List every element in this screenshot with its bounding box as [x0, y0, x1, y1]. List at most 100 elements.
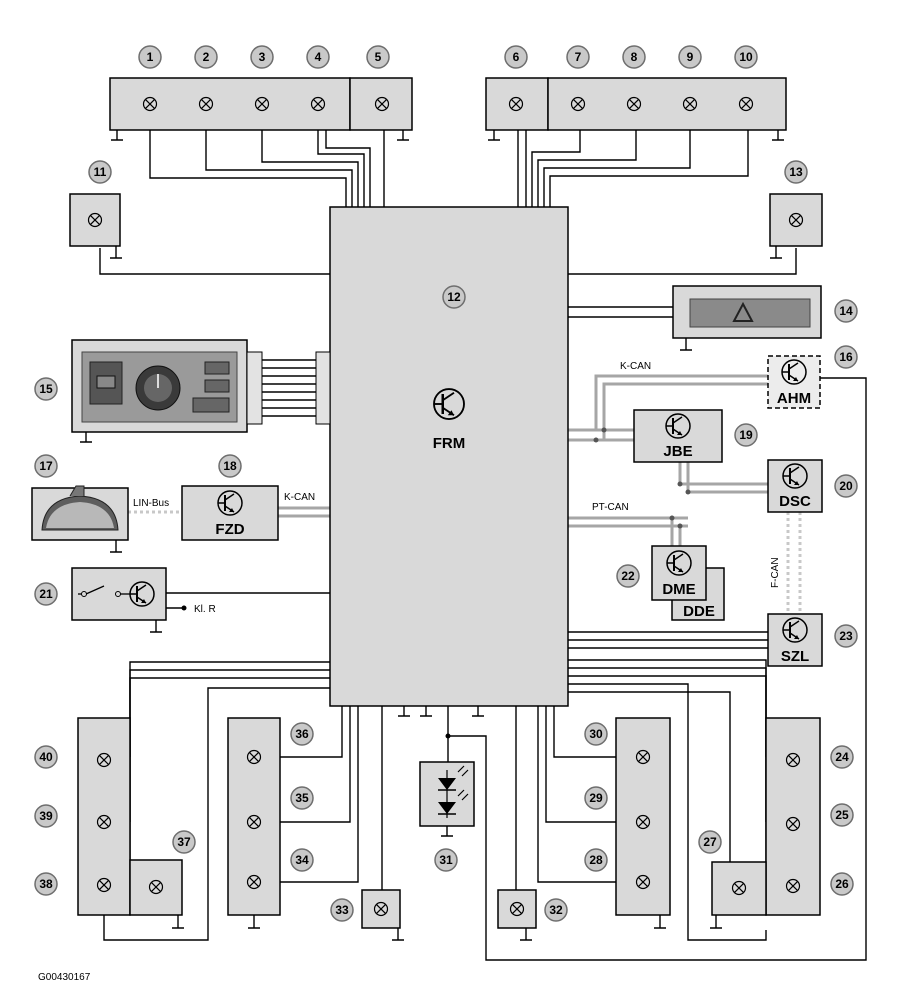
dsc-label: DSC	[779, 493, 811, 510]
bus-junctions	[593, 427, 691, 529]
svg-text:12: 12	[447, 290, 461, 304]
svg-text:35: 35	[295, 791, 309, 805]
ahm-label: AHM	[777, 390, 811, 407]
svg-text:38: 38	[39, 877, 53, 891]
callout-31: 31	[434, 848, 458, 872]
lamp-cluster-center-left	[227, 717, 281, 929]
callout-35: 35	[290, 786, 314, 810]
svg-text:39: 39	[39, 809, 53, 823]
svg-text:30: 30	[589, 727, 603, 741]
callout-11: 11	[88, 160, 112, 184]
callout-20: 20	[834, 474, 858, 498]
svg-text:25: 25	[835, 808, 849, 822]
rear-view-mirror	[31, 485, 129, 553]
svg-text:6: 6	[513, 50, 520, 64]
svg-text:28: 28	[589, 853, 603, 867]
callout-38: 38	[34, 872, 58, 896]
svg-text:36: 36	[295, 727, 309, 741]
callout-9: 9	[678, 45, 702, 69]
callout-32: 32	[544, 898, 568, 922]
dme-label: DME	[662, 581, 695, 598]
bus-lines	[128, 374, 802, 614]
svg-text:31: 31	[439, 853, 453, 867]
lamp-cluster-left	[77, 717, 185, 929]
callout-18: 18	[218, 454, 242, 478]
svg-text:21: 21	[39, 587, 53, 601]
lamp-cluster-center-right	[615, 717, 671, 929]
svg-text:34: 34	[295, 853, 309, 867]
callout-33: 33	[330, 898, 354, 922]
led-module	[419, 761, 475, 837]
wires	[99, 130, 867, 961]
callout-28: 28	[584, 848, 608, 872]
callout-3: 3	[250, 45, 274, 69]
k-can-label-fzd: K-CAN	[284, 492, 315, 503]
callout-12: 12	[442, 285, 466, 309]
bulb-strip-top-left	[109, 77, 413, 141]
svg-text:17: 17	[39, 459, 53, 473]
lamp-32-box	[497, 889, 537, 941]
svg-text:11: 11	[94, 165, 107, 179]
szl-label: SZL	[781, 648, 809, 665]
bulb-strip-top-right	[485, 77, 787, 141]
svg-text:10: 10	[739, 50, 753, 64]
callout-29: 29	[584, 786, 608, 810]
svg-text:14: 14	[839, 304, 853, 318]
callout-36: 36	[290, 722, 314, 746]
callout-14: 14	[834, 299, 858, 323]
svg-text:22: 22	[621, 569, 635, 583]
pt-can-label: PT-CAN	[592, 502, 629, 513]
k-can-label-top: K-CAN	[620, 361, 651, 372]
callout-37: 37	[172, 830, 196, 854]
callout-22: 22	[616, 564, 640, 588]
svg-text:7: 7	[575, 50, 582, 64]
callout-26: 26	[830, 872, 854, 896]
dsc-module: DSC	[767, 459, 823, 513]
dme-dde-module: DME DDE	[651, 545, 725, 621]
callout-27: 27	[698, 830, 722, 854]
callout-2: 2	[194, 45, 218, 69]
svg-text:23: 23	[839, 629, 853, 643]
svg-text:18: 18	[223, 459, 237, 473]
callout-34: 34	[290, 848, 314, 872]
svg-text:9: 9	[687, 50, 694, 64]
light-switch-panel	[71, 339, 331, 443]
jbe-module: JBE	[633, 409, 723, 463]
svg-text:37: 37	[177, 835, 191, 849]
callout-39: 39	[34, 804, 58, 828]
svg-text:33: 33	[335, 903, 349, 917]
ahm-module: AHM	[767, 355, 821, 409]
frm-module: FRM	[329, 206, 569, 707]
svg-text:20: 20	[839, 479, 853, 493]
callout-23: 23	[834, 624, 858, 648]
svg-text:40: 40	[39, 750, 53, 764]
callout-24: 24	[830, 745, 854, 769]
hazard-switch	[672, 285, 822, 351]
callout-16: 16	[834, 345, 858, 369]
callout-40: 40	[34, 745, 58, 769]
hazard-triangle-icon	[732, 301, 754, 322]
callout-17: 17	[34, 454, 58, 478]
dde-label: DDE	[683, 603, 715, 620]
svg-text:13: 13	[789, 165, 803, 179]
callout-7: 7	[566, 45, 590, 69]
svg-text:26: 26	[835, 877, 849, 891]
szl-module: SZL	[767, 613, 823, 667]
callout-5: 5	[366, 45, 390, 69]
lamp-11-box	[69, 193, 123, 259]
svg-text:2: 2	[203, 50, 210, 64]
callout-19: 19	[734, 423, 758, 447]
callout-10: 10	[734, 45, 758, 69]
f-can-label: F-CAN	[770, 557, 781, 588]
switch-module	[71, 567, 187, 633]
lamp-cluster-right	[709, 717, 821, 929]
svg-text:16: 16	[839, 350, 853, 364]
callout-4: 4	[306, 45, 330, 69]
callout-13: 13	[784, 160, 808, 184]
callout-21: 21	[34, 582, 58, 606]
svg-text:15: 15	[39, 382, 53, 396]
svg-text:27: 27	[703, 835, 717, 849]
jbe-label: JBE	[663, 443, 692, 460]
svg-text:29: 29	[589, 791, 603, 805]
